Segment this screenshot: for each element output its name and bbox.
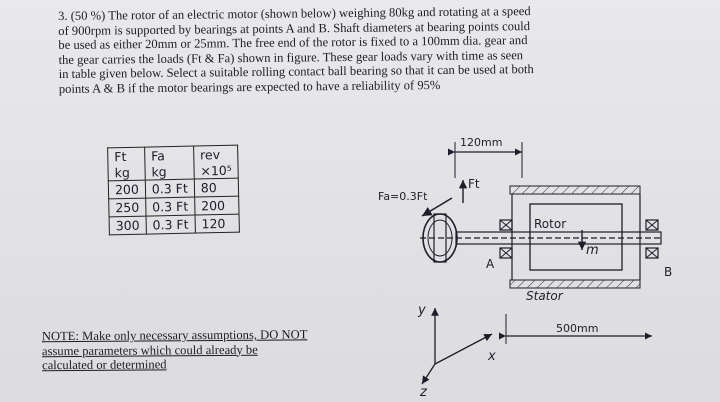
table-header-row: Ft Fa rev bbox=[107, 145, 239, 165]
coordinate-axes: y x z bbox=[417, 303, 496, 398]
bearing-b: B bbox=[645, 219, 672, 279]
note-text: NOTE: Make only necessary assumptions, D… bbox=[42, 327, 392, 373]
motor-diagram: 120mm Ft Fa=0.3Ft A Stator Rotor bbox=[378, 136, 672, 398]
dimension-500mm: 500mm bbox=[498, 314, 652, 344]
fa-force: Fa=0.3Ft bbox=[378, 190, 453, 217]
point-b-label: B bbox=[664, 265, 672, 279]
shaft bbox=[455, 231, 662, 245]
cell-fa: 0.3 Ft bbox=[145, 179, 195, 199]
axis-z-label: z bbox=[419, 385, 428, 398]
table-row: 300 0.3 Ft 120 bbox=[109, 214, 240, 235]
point-a-label: A bbox=[486, 257, 495, 271]
cell-rev: 80 bbox=[194, 178, 239, 198]
dim-bottom-label: 500mm bbox=[556, 322, 598, 335]
cell-fa: 0.3 Ft bbox=[145, 215, 196, 235]
cell-fa: 0.3 Ft bbox=[145, 197, 195, 217]
stator-housing: Stator bbox=[509, 185, 641, 303]
problem-statement: 3. (50 %) The rotor of an electric motor… bbox=[58, 3, 659, 97]
ft-label: Ft bbox=[468, 177, 480, 191]
rotor-label: Rotor bbox=[534, 217, 566, 231]
note-line: calculated or determined bbox=[42, 357, 167, 373]
ft-force: Ft bbox=[458, 177, 480, 203]
cell-rev: 200 bbox=[194, 196, 240, 216]
cell-rev: 120 bbox=[194, 214, 240, 234]
header-fa: Fa bbox=[144, 146, 194, 164]
header-rev: rev bbox=[193, 145, 239, 163]
dim-top-label: 120mm bbox=[460, 136, 502, 149]
axis-y-label: y bbox=[417, 303, 426, 318]
cell-ft: 200 bbox=[108, 180, 146, 199]
load-table: Ft Fa rev kg kg ×10⁵ 200 0.3 Ft 80 250 0… bbox=[107, 145, 240, 236]
cell-ft: 250 bbox=[108, 198, 146, 217]
bearing-a: A bbox=[486, 219, 513, 271]
header-ft: Ft bbox=[107, 147, 145, 165]
axis-x-label: x bbox=[487, 349, 496, 364]
dimension-120mm: 120mm bbox=[447, 136, 523, 178]
fa-label: Fa=0.3Ft bbox=[378, 190, 428, 203]
mass-label: m bbox=[586, 243, 599, 258]
cell-ft: 300 bbox=[109, 216, 147, 235]
unit-ft: kg bbox=[107, 163, 146, 181]
unit-rev: ×10⁵ bbox=[193, 161, 239, 180]
unit-fa: kg bbox=[144, 162, 195, 181]
rotor: Rotor m bbox=[529, 203, 623, 271]
stator-label: Stator bbox=[526, 289, 564, 303]
